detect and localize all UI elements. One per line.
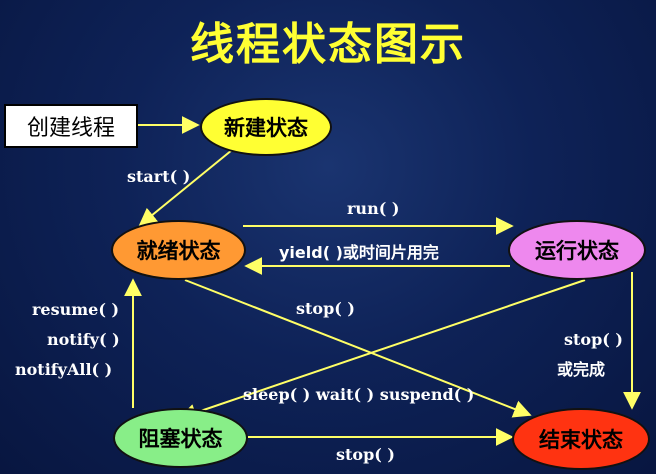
node-new-state: 新建状态 <box>200 98 332 156</box>
edge-running-to-blocked <box>178 279 586 422</box>
label-start: start( ) <box>127 167 191 186</box>
page-title: 线程状态图示 <box>190 19 466 70</box>
label-stop-running: stop( ) <box>564 330 623 349</box>
edge-ready-to-dead <box>184 279 532 418</box>
node-blocked-state: 阻塞状态 <box>113 408 248 468</box>
node-ready-state: 就绪状态 <box>111 220 246 280</box>
label-notify: notify( ) <box>47 330 120 349</box>
node-running-state: 运行状态 <box>508 220 646 280</box>
node-create-thread: 创建线程 <box>4 104 138 148</box>
label-stop-ready: stop( ) <box>296 299 355 318</box>
label-resume: resume( ) <box>32 300 120 319</box>
label-complete: 或完成 <box>557 360 606 379</box>
label-run: run( ) <box>347 199 400 218</box>
edge-start <box>138 149 233 227</box>
node-dead-state: 结束状态 <box>512 408 650 470</box>
label-sleep-wait-suspend: sleep( ) wait( ) suspend( ) <box>243 385 475 404</box>
label-notifyall: notifyAll( ) <box>15 360 113 379</box>
label-yield: yield( )或时间片用完 <box>279 243 439 262</box>
label-stop-blocked: stop( ) <box>336 445 395 464</box>
